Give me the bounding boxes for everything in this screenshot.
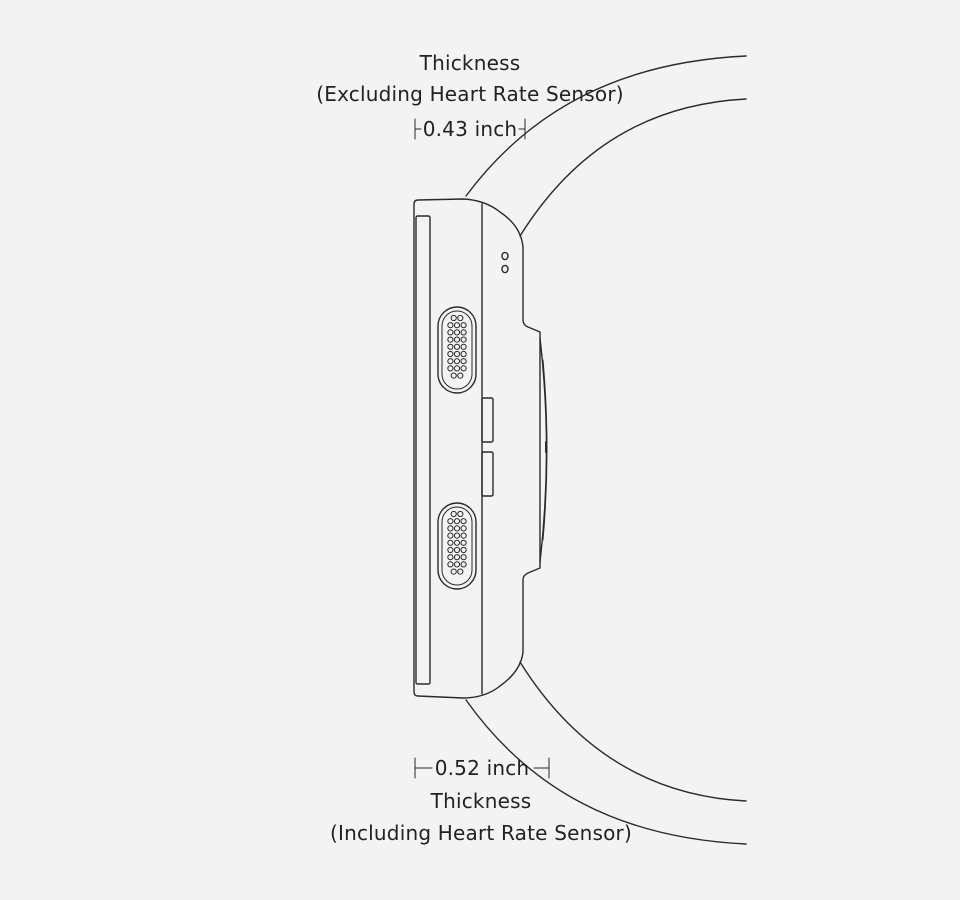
strap-bottom-outer <box>465 699 747 845</box>
speaker-hole <box>447 365 454 372</box>
speaker-hole <box>453 525 461 532</box>
speaker-grille-top-inner <box>441 310 473 390</box>
speaker-hole <box>460 518 467 525</box>
bottom-dimension-value: 0.52 inch <box>434 756 530 780</box>
side-button-lower <box>481 451 494 497</box>
speaker-hole <box>453 322 461 329</box>
speaker-hole <box>447 322 454 329</box>
speaker-hole <box>453 532 461 539</box>
speaker-hole <box>447 546 454 554</box>
speaker-hole <box>460 532 467 539</box>
strap-top-outer <box>465 55 747 197</box>
speaker-hole <box>453 336 461 343</box>
speaker-hole <box>460 358 467 365</box>
speaker-hole <box>453 561 461 568</box>
speaker-hole <box>460 525 467 532</box>
speaker-hole <box>450 314 457 322</box>
bottom-thickness-title: Thickness <box>430 789 532 813</box>
speaker-hole <box>447 350 454 358</box>
speaker-hole <box>460 561 467 568</box>
speaker-grille-bottom-inner <box>441 506 473 586</box>
speaker-hole <box>450 568 457 575</box>
speaker-hole <box>447 554 454 561</box>
speaker-hole <box>457 510 464 518</box>
strap-top-inner <box>519 98 747 237</box>
speaker-hole <box>460 329 467 336</box>
speaker-hole <box>460 554 467 561</box>
speaker-hole <box>460 539 467 546</box>
speaker-hole <box>453 350 461 358</box>
speaker-hole <box>453 365 461 372</box>
speaker-hole <box>453 546 461 554</box>
speaker-hole <box>447 336 454 343</box>
speaker-hole <box>447 532 454 539</box>
speaker-hole <box>460 343 467 350</box>
top-thickness-title: Thickness <box>419 51 521 75</box>
speaker-hole <box>457 314 464 322</box>
speaker-hole <box>447 329 454 336</box>
speaker-grille-bottom <box>437 502 477 590</box>
speaker-hole <box>460 350 467 358</box>
strap-bottom-inner <box>519 661 747 802</box>
speaker-hole <box>453 554 461 561</box>
dimension-marker-top <box>414 118 526 140</box>
speaker-hole <box>447 539 454 546</box>
screen-glass <box>415 215 431 685</box>
speaker-hole <box>453 343 461 350</box>
watch-case-outline <box>413 198 541 699</box>
speaker-hole <box>460 546 467 554</box>
speaker-hole <box>460 336 467 343</box>
speaker-hole <box>447 343 454 350</box>
speaker-hole <box>447 518 454 525</box>
speaker-hole <box>447 358 454 365</box>
speaker-hole <box>457 372 464 379</box>
speaker-hole <box>457 568 464 575</box>
speaker-hole <box>453 358 461 365</box>
speaker-hole <box>453 518 461 525</box>
speaker-hole <box>447 561 454 568</box>
mic-hole-1 <box>501 251 509 261</box>
mic-hole-2 <box>501 264 509 274</box>
bottom-thickness-subtitle: (Including Heart Rate Sensor) <box>330 821 632 845</box>
speaker-holes <box>447 314 467 575</box>
speaker-hole <box>460 365 467 372</box>
speaker-hole <box>453 539 461 546</box>
speaker-hole <box>460 322 467 329</box>
speaker-hole <box>450 510 457 518</box>
speaker-hole <box>447 525 454 532</box>
side-button-upper <box>481 397 494 443</box>
dimension-marker-bottom <box>414 757 550 779</box>
speaker-hole <box>450 372 457 379</box>
speaker-grille-top <box>437 306 477 394</box>
speaker-hole <box>453 329 461 336</box>
top-dimension-value: 0.43 inch <box>422 117 518 141</box>
top-thickness-subtitle: (Excluding Heart Rate Sensor) <box>316 82 624 106</box>
